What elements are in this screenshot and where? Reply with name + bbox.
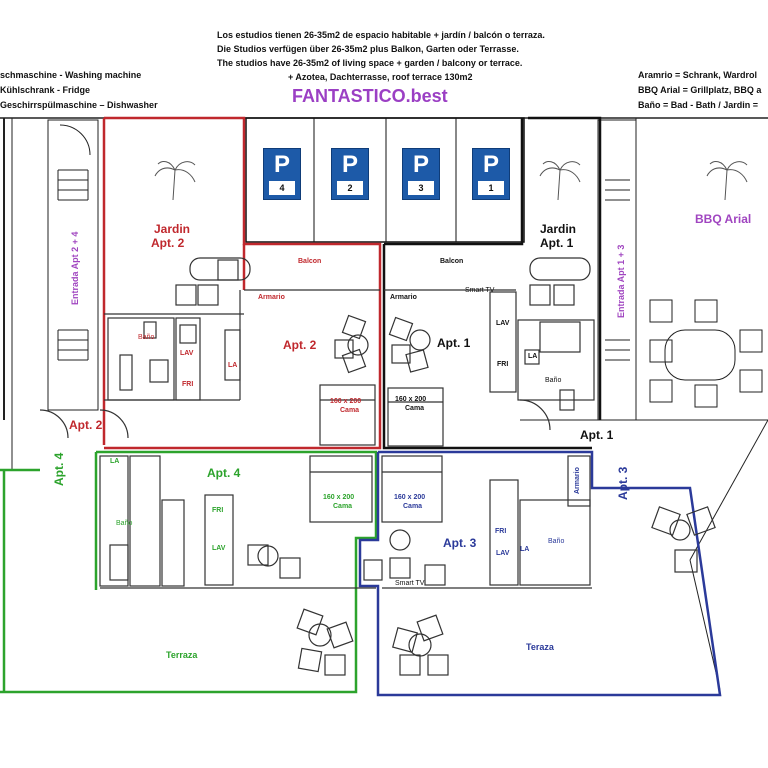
legend-right-bbq: BBQ Arial = Grillplatz, BBQ a (638, 85, 762, 95)
entrance-apt2-4-label: Entrada Apt 2 + 4 (70, 231, 80, 305)
lav-apt4: LAV (212, 545, 226, 552)
bano-apt1: Baño (545, 377, 562, 384)
balcon-apt1-label: Balcon (440, 258, 464, 265)
armario-apt3-label: Armario (574, 467, 581, 494)
legend-right-armario: Aramrio = Schrank, Wardrol (638, 70, 757, 80)
apt1-door-label: Apt. 1 (580, 428, 614, 442)
header-line-es: Los estudios tienen 26-35m2 de espacio h… (217, 30, 545, 40)
header-line-en: The studios have 26-35m2 of living space… (217, 58, 523, 68)
terraza-apt4-label: Terraza (166, 650, 198, 660)
bano-apt3: Baño (548, 538, 565, 545)
apt1-label: Apt. 1 (437, 336, 471, 350)
lav-apt2: LAV (180, 350, 194, 357)
la-apt2: LA (228, 362, 238, 369)
parking-number: 1 (478, 181, 504, 195)
armario-apt1-label: Armario (390, 294, 417, 301)
apt4-label: Apt. 4 (207, 466, 241, 480)
parking-p-glyph: P (412, 151, 429, 178)
bbq-area-label: BBQ Arial (695, 212, 752, 226)
smart-tv-apt1: Smart TV (465, 287, 495, 294)
parking-sign-2: P 2 (331, 148, 369, 200)
apt4-door-label: Apt. 4 (52, 452, 66, 486)
brand-title: FANTASTICO.best (292, 86, 448, 106)
bano-apt4: Baño (116, 520, 133, 527)
parking-p-glyph: P (341, 151, 358, 178)
balcon-apt2-label: Balcon (298, 258, 322, 265)
fri-apt1: FRI (497, 361, 509, 368)
legend-right-bano: Baño = Bad - Bath / Jardin = (638, 100, 759, 110)
fri-apt3: FRI (495, 528, 507, 535)
parking-p-glyph: P (273, 151, 290, 178)
jardin-apt2-label: Jardin (154, 222, 191, 236)
jardin-apt1-label: Jardin (540, 222, 577, 236)
legend-left-dishwasher: Geschirrspülmaschine – Dishwasher (0, 100, 158, 110)
lav-apt3: LAV (496, 550, 510, 557)
bed-size-apt3: 160 x 200 (394, 494, 426, 501)
jardin-apt1-sub: Apt. 1 (540, 236, 574, 250)
bed-size-apt4: 160 x 200 (323, 494, 355, 501)
terraza-apt3-label: Teraza (526, 642, 554, 652)
entrance-apt1-3-label: Entrada Apt 1 + 3 (616, 244, 626, 318)
bed-label-apt2: Cama (340, 407, 360, 414)
header-line-de: Die Studios verfügen über 26-35m2 plus B… (217, 44, 519, 54)
parking-sign-1: P 1 (472, 148, 510, 200)
bano-apt2: Baño (138, 334, 155, 341)
apt3-door-label: Apt. 3 (616, 466, 630, 500)
smart-tv-apt3: Smart TV (395, 580, 425, 587)
bed-label-apt3: Cama (403, 503, 423, 510)
parking-p-glyph: P (482, 151, 499, 178)
legend-left-washing: schmaschine - Washing machine (0, 70, 142, 80)
la-apt3: LA (520, 546, 530, 553)
parking-number: 2 (337, 181, 363, 195)
apt2-door-label: Apt. 2 (69, 418, 103, 432)
bed-label-apt4: Cama (333, 503, 353, 510)
la-apt4: LA (110, 458, 120, 465)
bed-size-apt2: 160 x 200 (330, 398, 362, 405)
fri-apt2: FRI (182, 381, 194, 388)
lav-apt1: LAV (496, 320, 510, 327)
bed-size-apt1: 160 x 200 (395, 396, 427, 403)
parking-sign-3: P 3 (402, 148, 440, 200)
bed-label-apt1: Cama (405, 405, 425, 412)
parking-number: 3 (408, 181, 434, 195)
apt3-label: Apt. 3 (443, 536, 477, 550)
fri-apt4: FRI (212, 507, 224, 514)
legend-left-fridge: Kühlschrank - Fridge (0, 85, 91, 95)
parking-sign-4: P 4 (263, 148, 301, 200)
la-apt1: LA (528, 353, 538, 360)
parking-number: 4 (269, 181, 295, 195)
jardin-apt2-sub: Apt. 2 (151, 236, 185, 250)
apt2-label: Apt. 2 (283, 338, 317, 352)
header-line-roof: + Azotea, Dachterrasse, roof terrace 130… (288, 72, 473, 82)
armario-apt2-label: Armario (258, 294, 285, 301)
